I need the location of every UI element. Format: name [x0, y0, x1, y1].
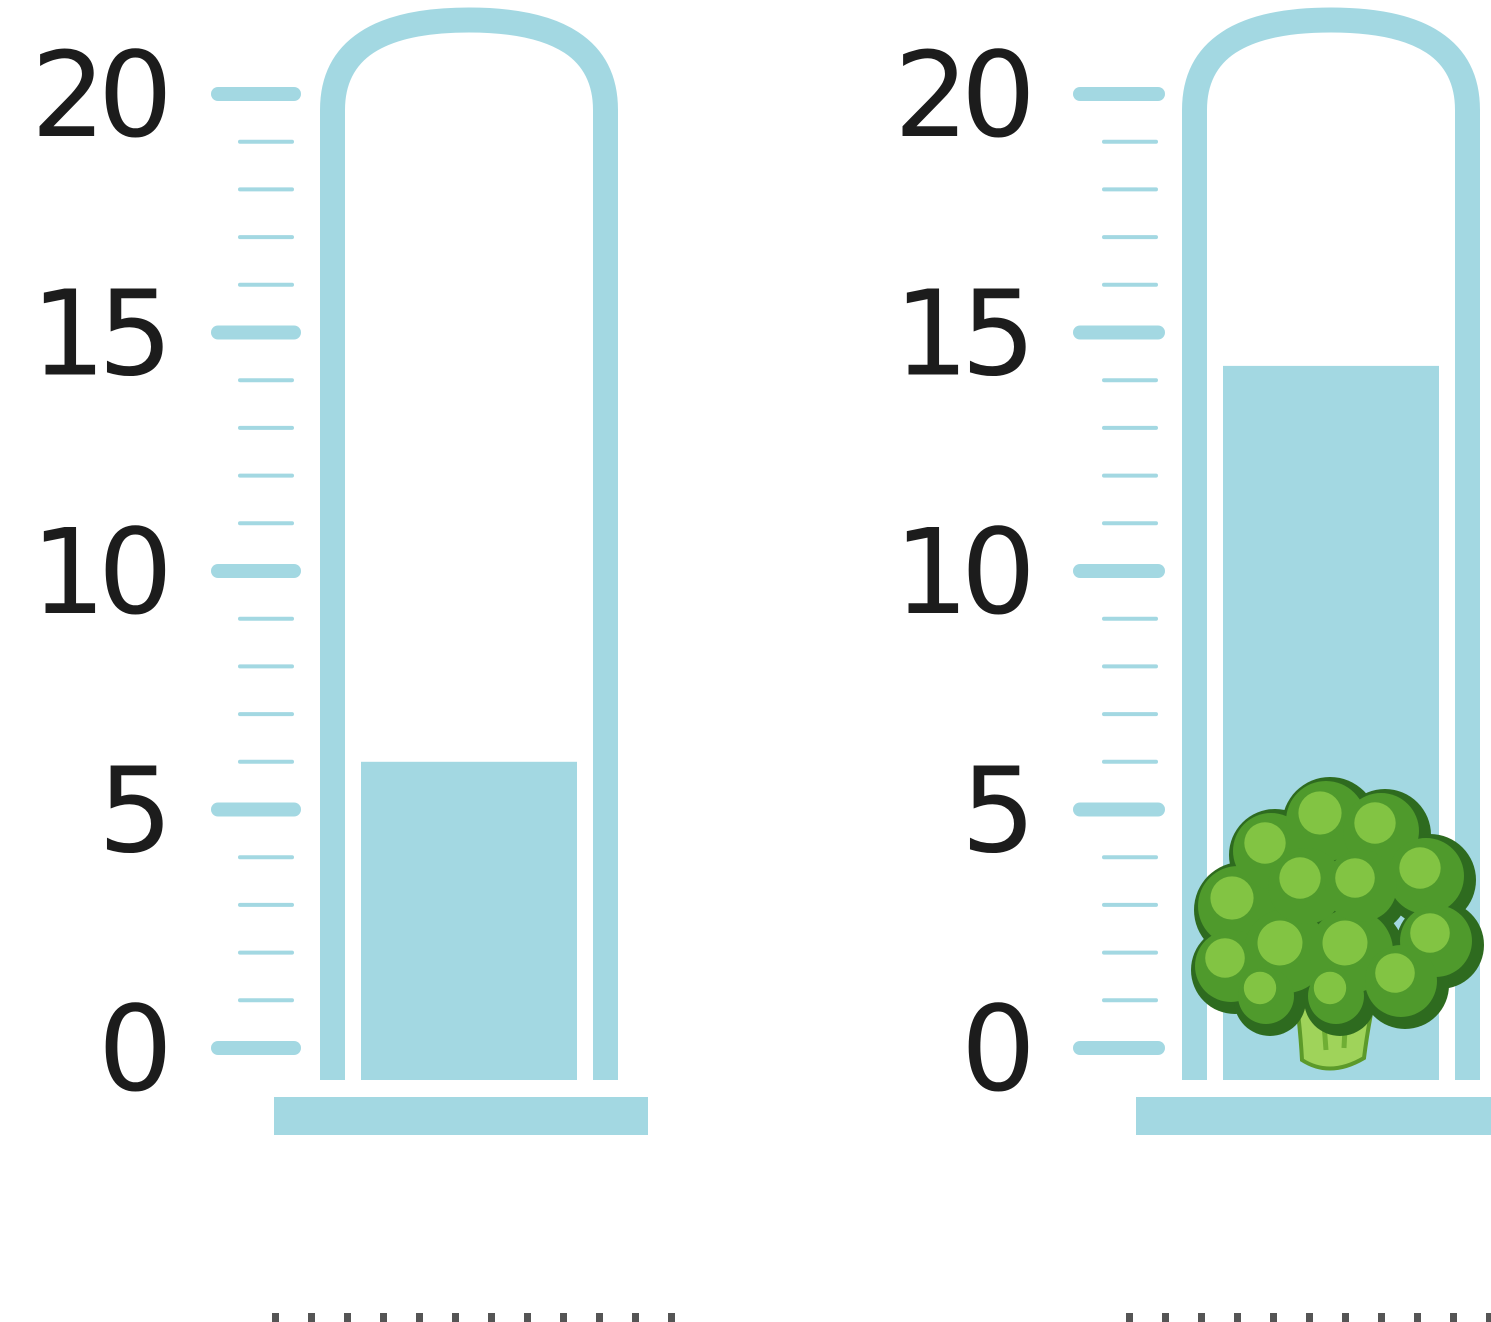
- blank-dot: [1162, 1313, 1169, 1322]
- blank-dot: [344, 1313, 351, 1322]
- blank-dot: [1342, 1313, 1349, 1322]
- blank-dot: [380, 1313, 387, 1322]
- blank-dot: [632, 1313, 639, 1322]
- scale-label: 15: [894, 265, 1028, 403]
- blank-dot: [1486, 1313, 1491, 1322]
- right-measuring-cylinder: 0 5 10 15 20: [894, 7, 1491, 1322]
- blank-dot: [668, 1313, 675, 1322]
- cylinder-wall: [1182, 7, 1480, 1080]
- blank-dot: [560, 1313, 567, 1322]
- blank-dot: [488, 1313, 495, 1322]
- scale-label: 20: [31, 26, 166, 164]
- scale-label: 0: [961, 980, 1029, 1118]
- scale-label: 20: [894, 26, 1029, 164]
- blank-dot: [1414, 1313, 1421, 1322]
- blank-dot: [1198, 1313, 1205, 1322]
- blank-dot: [452, 1313, 459, 1322]
- blank-dot: [416, 1313, 423, 1322]
- blank-dot: [1234, 1313, 1241, 1322]
- blank-dot: [596, 1313, 603, 1322]
- scale-label: 0: [98, 980, 166, 1118]
- blank-dot: [1450, 1313, 1457, 1322]
- blank-dot: [308, 1313, 315, 1322]
- left-measuring-cylinder: 0 5 10 15 20: [31, 7, 675, 1322]
- answer-blank: [272, 1313, 675, 1322]
- scale-label: 5: [98, 742, 165, 880]
- blank-dot: [1306, 1313, 1313, 1322]
- blank-dot: [1378, 1313, 1385, 1322]
- answer-blank: [1126, 1313, 1491, 1322]
- blank-dot: [1270, 1313, 1277, 1322]
- broccoli-icon: [1191, 777, 1484, 1071]
- scale-label: 10: [894, 503, 1029, 641]
- scale-label: 10: [31, 503, 166, 641]
- scale-label: 5: [961, 742, 1028, 880]
- liquid-column: [361, 761, 577, 1080]
- blank-dot: [524, 1313, 531, 1322]
- cylinder-base: [274, 1097, 648, 1135]
- cylinder-base: [1136, 1097, 1491, 1135]
- blank-dot: [1126, 1313, 1133, 1322]
- blank-dot: [272, 1313, 279, 1322]
- cylinder-wall: [320, 7, 618, 1080]
- scale-label: 15: [31, 265, 165, 403]
